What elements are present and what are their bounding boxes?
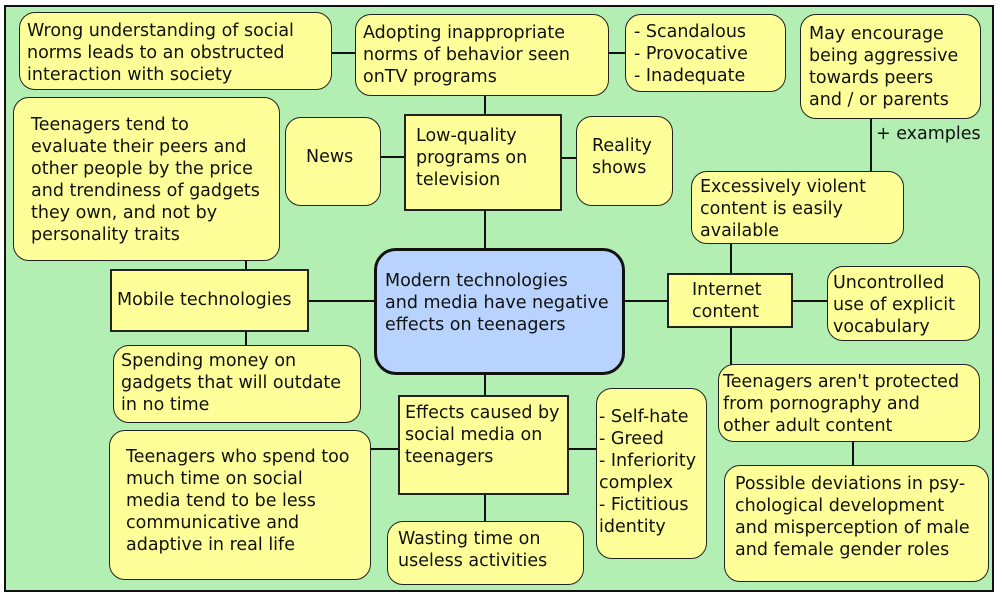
tv-qualities-node: - Scandalous - Provocative - Inadequate — [625, 14, 786, 92]
central-topic: Modern technologies and media have negat… — [374, 248, 625, 375]
pornography-node: Teenagers aren't protected from pornogra… — [718, 364, 980, 442]
social-media-hub-node: Effects caused by social media on teenag… — [398, 395, 569, 495]
less-communicative-node: Teenagers who spend too much time on soc… — [109, 430, 371, 580]
explicit-vocabulary-node: Uncontrolled use of explicit vocabulary — [827, 266, 980, 341]
self-issues-node: - Self-hate - Greed - Inferiority comple… — [596, 388, 707, 559]
aggressive-node: May encourage being aggressive towards p… — [800, 14, 981, 119]
internet-hub-node: Internet content — [667, 273, 793, 328]
wrong-understanding-node: Wrong understanding of social norms lead… — [19, 12, 332, 90]
examples-label: + examples — [876, 124, 981, 144]
psychological-deviations-node: Possible deviations in psy- chological d… — [724, 465, 989, 582]
wasting-time-node: Wasting time on useless activities — [387, 521, 584, 585]
evaluate-peers-node: Teenagers tend to evaluate their peers a… — [13, 97, 280, 261]
news-node: News — [285, 117, 381, 206]
mobile-hub-node: Mobile technologies — [110, 269, 309, 332]
tv-hub-node: Low-quality programs on television — [404, 114, 562, 211]
reality-shows-node: Reality shows — [576, 116, 673, 206]
spending-money-node: Spending money on gadgets that will outd… — [113, 345, 361, 423]
violent-content-node: Excessively violent content is easily av… — [691, 171, 904, 244]
inappropriate-norms-node: Adopting inappropriate norms of behavior… — [355, 14, 609, 96]
